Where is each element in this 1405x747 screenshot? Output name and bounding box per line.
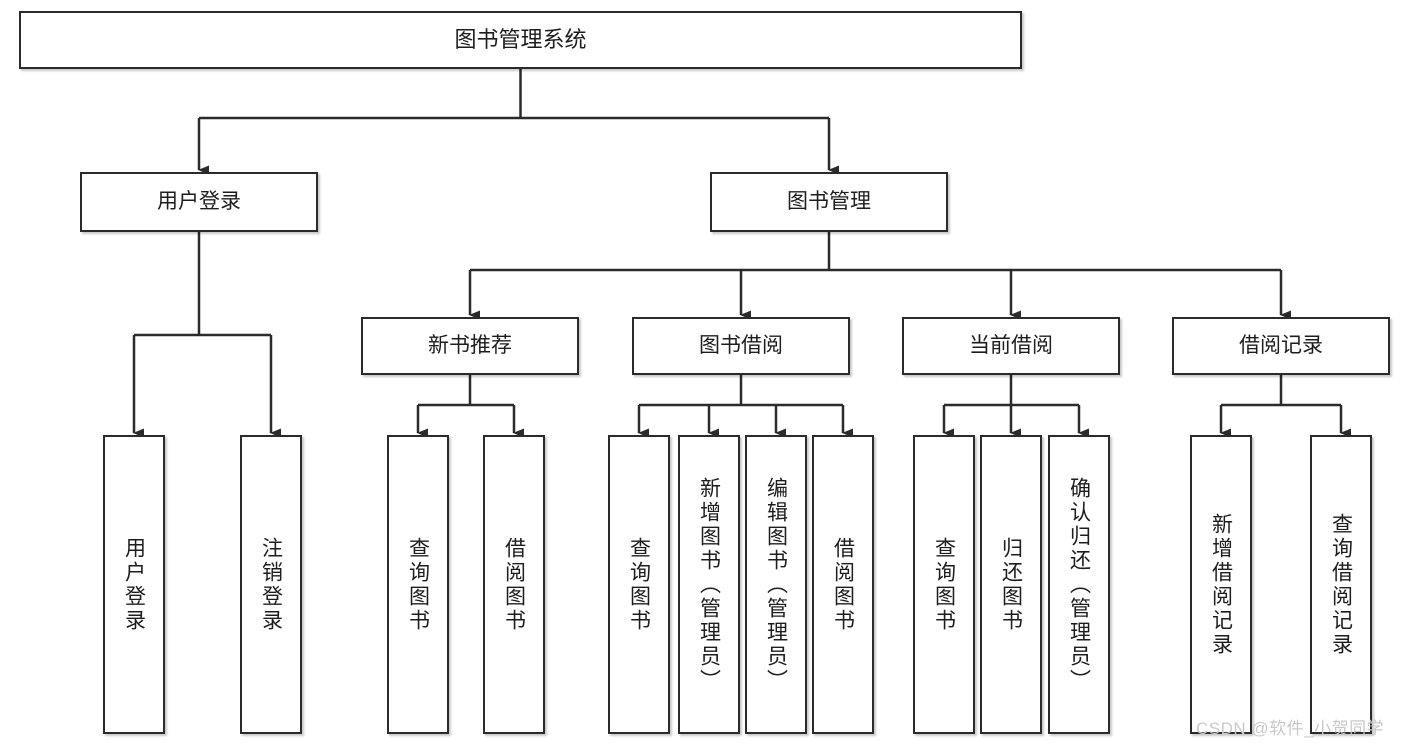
node-label: 新增图书（管理员） [697, 476, 721, 693]
node-label: 当前借阅 [969, 333, 1053, 357]
node-label: 新增借阅记录 [1209, 512, 1233, 657]
node-label: 图书管理系统 [454, 27, 587, 53]
node-current-borrow[interactable]: 当前借阅 [902, 317, 1120, 375]
node-leaf-return-book[interactable]: 归还图书 [980, 435, 1042, 734]
node-label: 编辑图书（管理员） [764, 476, 788, 693]
node-leaf-query-book-1[interactable]: 查询图书 [387, 435, 449, 734]
node-label: 借阅图书 [831, 536, 855, 633]
node-label: 查询图书 [627, 536, 651, 633]
node-leaf-query-book-2[interactable]: 查询图书 [608, 435, 670, 734]
node-label: 注销登录 [259, 536, 283, 633]
node-book-borrow[interactable]: 图书借阅 [632, 317, 850, 375]
node-label: 用户登录 [157, 189, 241, 213]
node-book-manage[interactable]: 图书管理 [710, 172, 948, 232]
node-label: 确认归还（管理员） [1067, 476, 1091, 693]
node-new-book-rec[interactable]: 新书推荐 [361, 317, 579, 375]
node-leaf-borrow-book-1[interactable]: 借阅图书 [483, 435, 545, 734]
node-user-login[interactable]: 用户登录 [80, 172, 318, 232]
node-leaf-query-record[interactable]: 查询借阅记录 [1310, 435, 1372, 734]
node-label: 图书管理 [787, 189, 871, 213]
node-leaf-edit-book[interactable]: 编辑图书（管理员） [745, 435, 807, 734]
watermark-label: CSDN @软件_小贺同学 [1196, 719, 1385, 738]
node-leaf-query-book-3[interactable]: 查询图书 [913, 435, 975, 734]
node-label: 用户登录 [122, 536, 146, 633]
node-leaf-add-record[interactable]: 新增借阅记录 [1190, 435, 1252, 734]
node-leaf-borrow-book-2[interactable]: 借阅图书 [812, 435, 874, 734]
node-label: 查询图书 [406, 536, 430, 633]
node-label: 借阅记录 [1239, 333, 1323, 357]
node-label: 借阅图书 [502, 536, 526, 633]
node-leaf-logout[interactable]: 注销登录 [240, 435, 302, 734]
node-leaf-add-book[interactable]: 新增图书（管理员） [678, 435, 740, 734]
node-label: 查询图书 [932, 536, 956, 633]
node-root[interactable]: 图书管理系统 [19, 11, 1022, 69]
node-label: 查询借阅记录 [1329, 512, 1353, 657]
connector-lines [132, 69, 1351, 438]
node-borrow-record[interactable]: 借阅记录 [1172, 317, 1390, 375]
node-label: 新书推荐 [428, 333, 512, 357]
node-leaf-user-login[interactable]: 用户登录 [103, 435, 165, 734]
node-leaf-confirm-return[interactable]: 确认归还（管理员） [1048, 435, 1110, 734]
node-label: 图书借阅 [699, 333, 783, 357]
node-label: 归还图书 [999, 536, 1023, 633]
